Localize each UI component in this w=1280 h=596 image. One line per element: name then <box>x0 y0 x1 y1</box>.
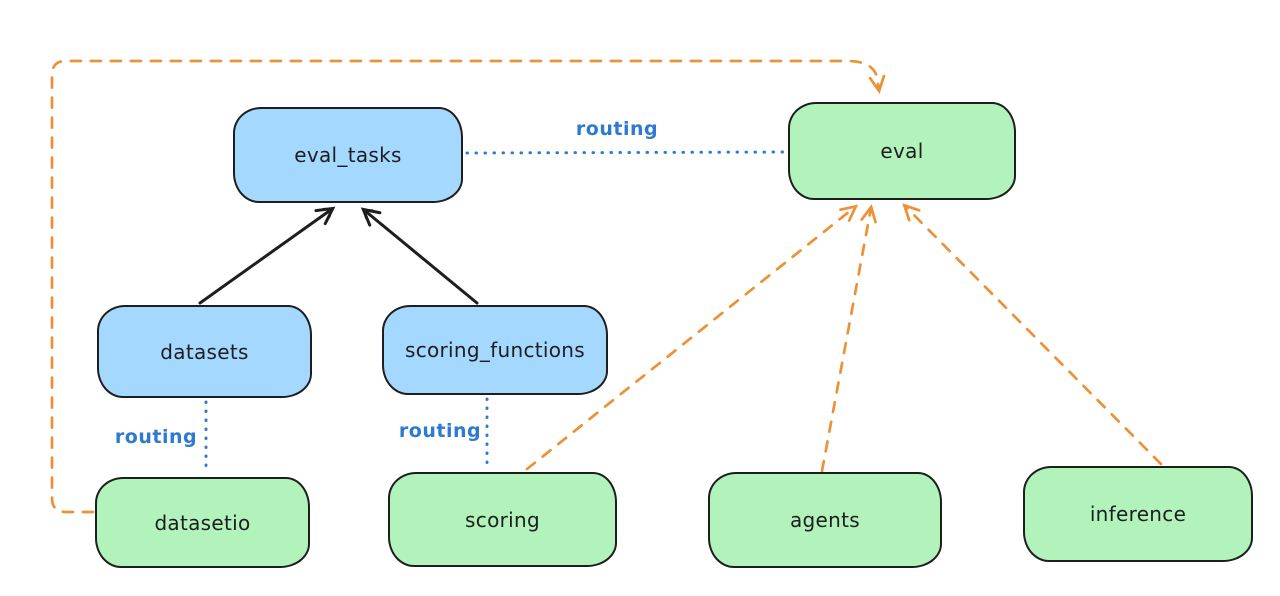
node-datasets[interactable]: datasets <box>97 305 312 398</box>
node-eval-label: eval <box>880 139 924 163</box>
node-datasetio[interactable]: datasetio <box>95 477 310 568</box>
node-scoring-functions[interactable]: scoring_functions <box>382 305 608 395</box>
node-inference-label: inference <box>1089 502 1187 526</box>
edge-datasets-to-eval-tasks <box>198 206 336 305</box>
node-datasetio-label: datasetio <box>154 510 251 535</box>
node-scoring[interactable]: scoring <box>388 472 617 567</box>
node-agents-label: agents <box>790 508 860 532</box>
node-scoring-functions-label: scoring_functions <box>404 338 586 362</box>
edge-inference-to-eval <box>902 203 1163 466</box>
node-eval-tasks[interactable]: eval_tasks <box>233 107 463 203</box>
edge-label-routing-eval-tasks-eval: routing <box>575 118 659 140</box>
node-datasets-label: datasets <box>160 339 249 364</box>
edge-agents-to-eval <box>820 204 877 473</box>
edge-label-routing-scoring-functions-scoring: routing <box>398 420 482 442</box>
node-eval-tasks-label: eval_tasks <box>294 143 402 167</box>
edge-eval-tasks-to-eval-routing <box>465 150 788 155</box>
edge-datasetio-to-eval <box>50 59 886 514</box>
node-eval[interactable]: eval <box>788 102 1016 200</box>
node-scoring-label: scoring <box>465 507 540 532</box>
edge-scoring-functions-to-eval-tasks <box>360 207 479 305</box>
edge-scoring-to-eval <box>525 204 859 471</box>
node-agents[interactable]: agents <box>708 472 942 568</box>
edge-label-routing-datasets-datasetio: routing <box>114 426 198 448</box>
node-inference[interactable]: inference <box>1023 466 1253 562</box>
